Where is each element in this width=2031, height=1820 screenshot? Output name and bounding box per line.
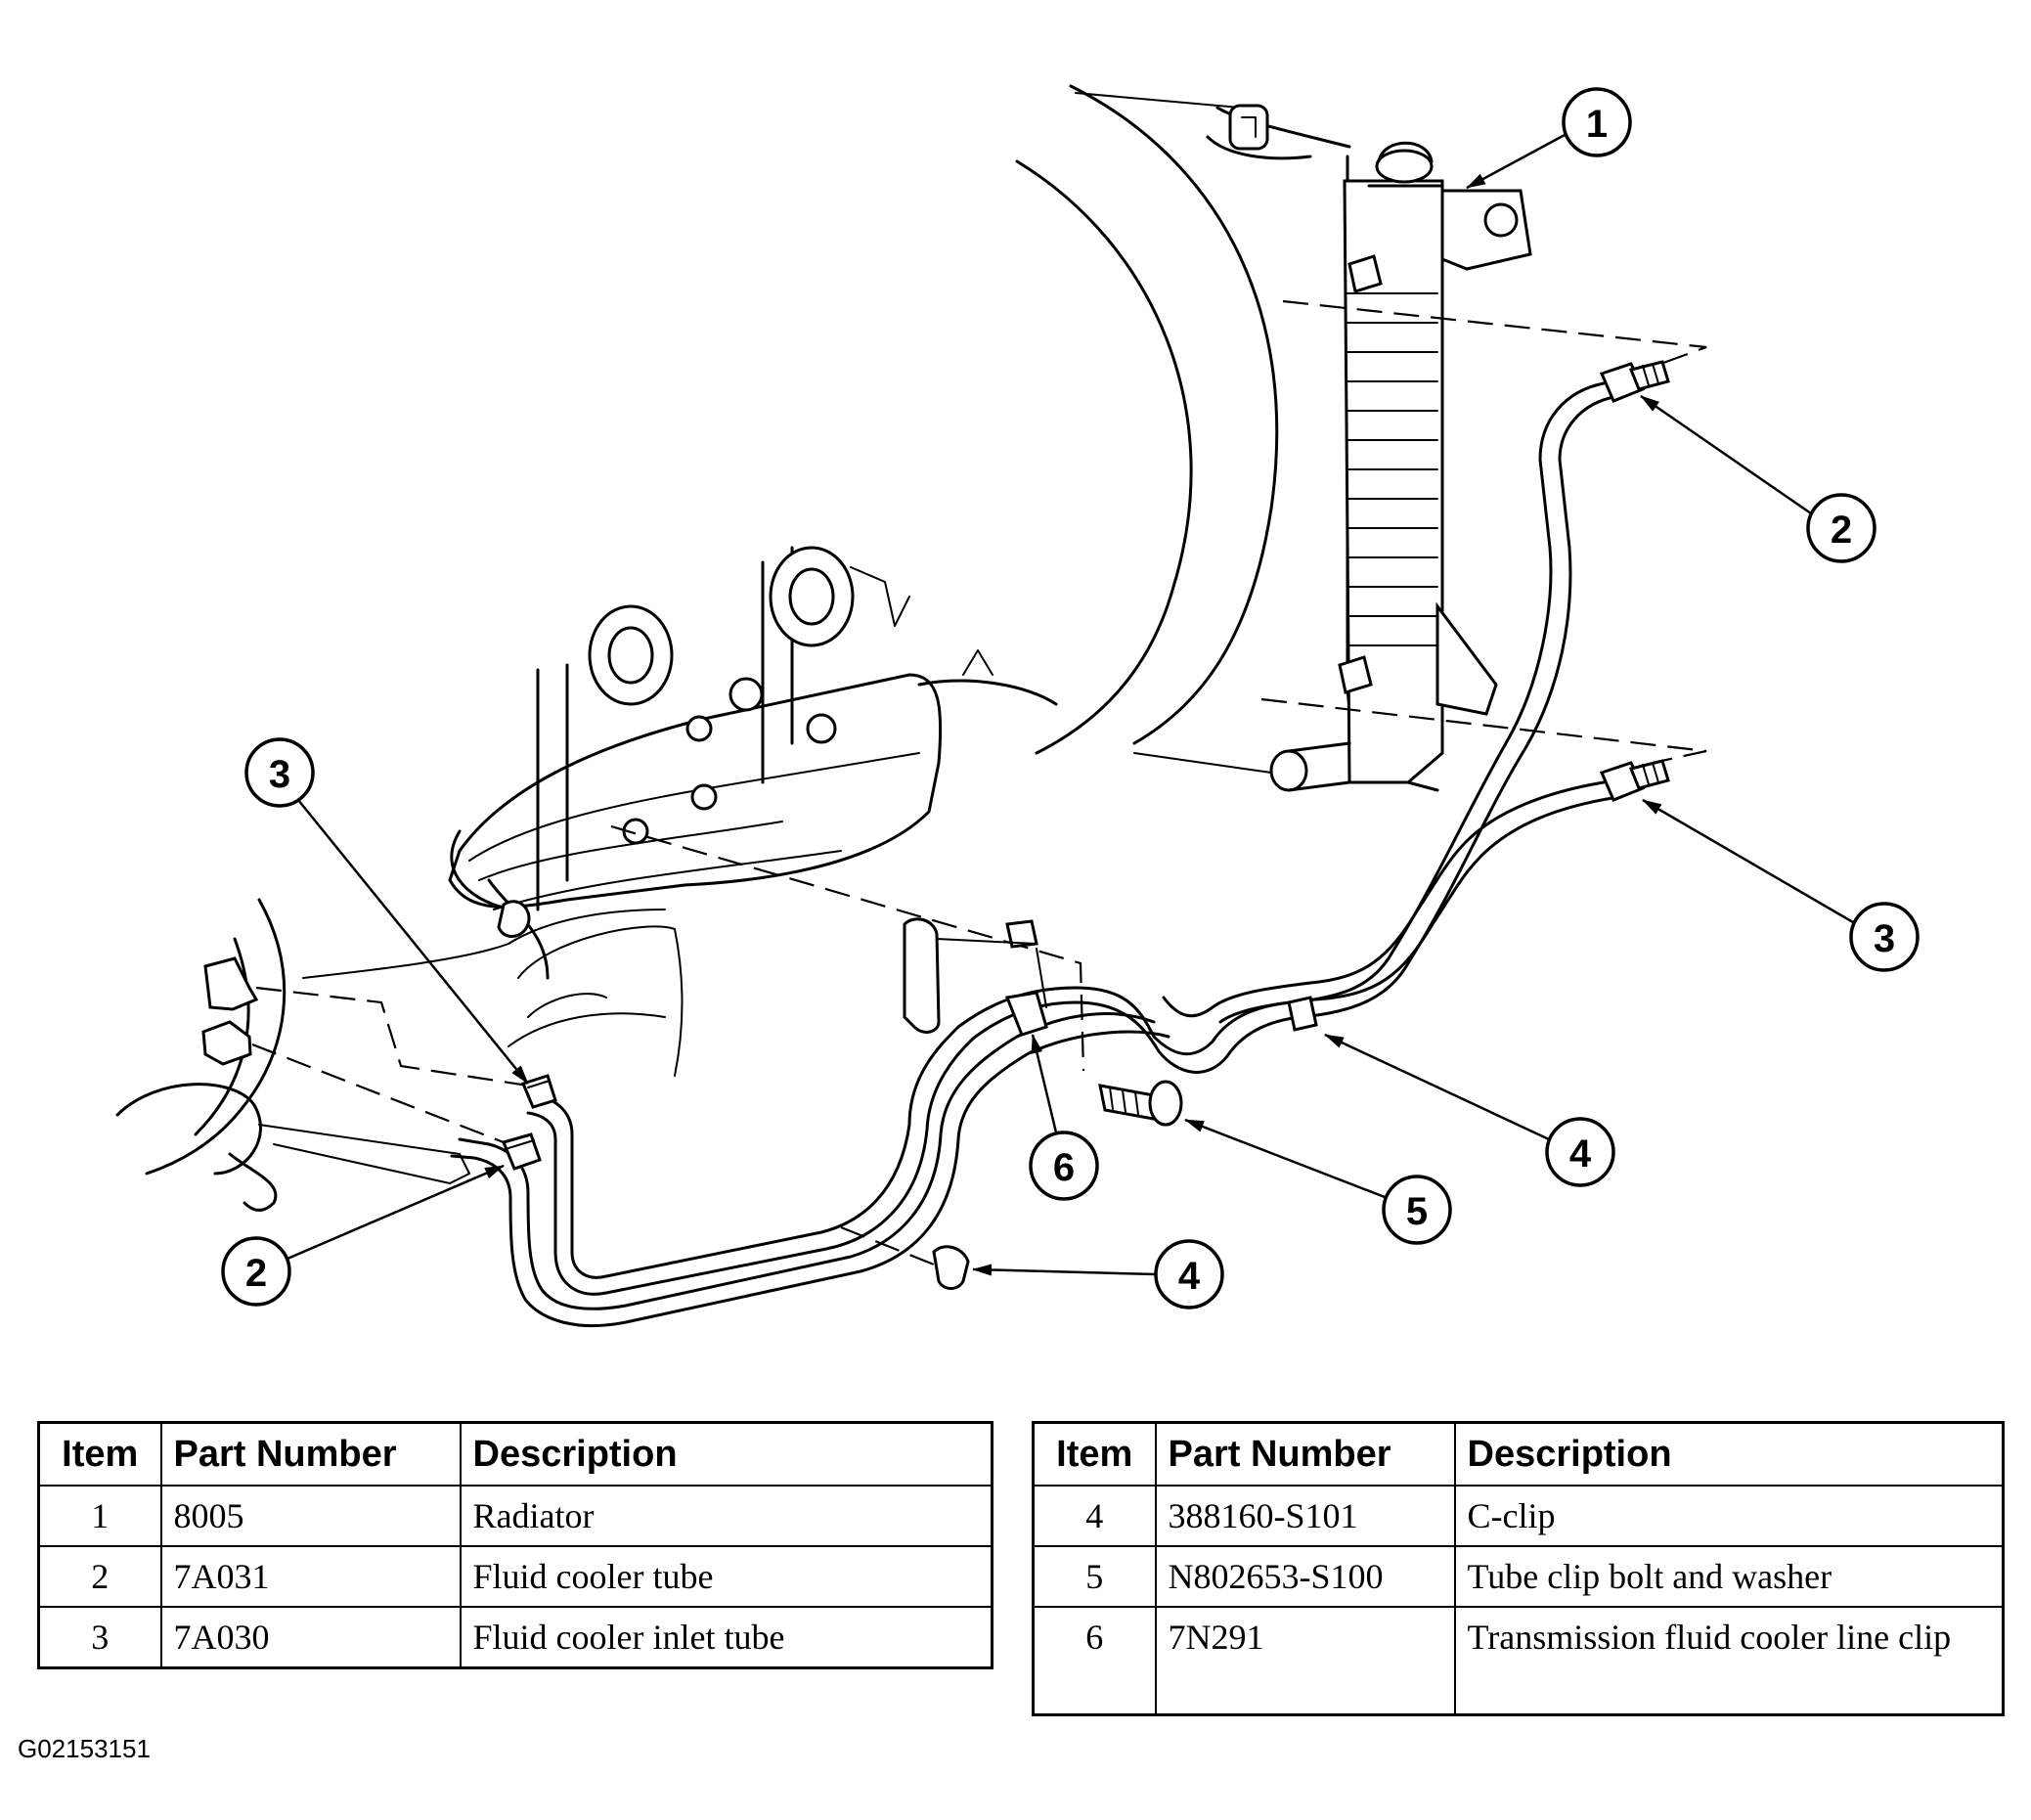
callout-3-upper-left: 3 <box>244 737 529 1085</box>
cell-part-number: 388160-S101 <box>1154 1485 1456 1547</box>
transmission-case <box>115 546 1058 1212</box>
callout-6: 6 <box>1029 1034 1099 1201</box>
tube-fitting-upper-left <box>520 1074 557 1109</box>
cell-part-number: 7N291 <box>1154 1606 1456 1716</box>
svg-text:5: 5 <box>1406 1190 1428 1233</box>
cell-description: Fluid cooler inlet tube <box>459 1606 993 1669</box>
table-row: 3 7A030 Fluid cooler inlet tube <box>37 1606 993 1669</box>
transmission-lower-fitting <box>201 1020 252 1066</box>
cell-item: 3 <box>37 1606 162 1669</box>
svg-text:3: 3 <box>269 753 290 796</box>
cell-description: Tube clip bolt and washer <box>1453 1545 2005 1608</box>
column-header-description: Description <box>459 1421 993 1487</box>
c-clip-upper <box>1287 996 1318 1032</box>
radiator-lower-fitting <box>1338 655 1373 694</box>
callout-5: 5 <box>1184 1118 1452 1245</box>
tube-clip-bracket <box>903 917 1048 1037</box>
connection-lines <box>251 299 1707 1268</box>
table-header-row: Item Part Number Description <box>1032 1421 2005 1487</box>
column-header-part-number: Part Number <box>1154 1421 1456 1487</box>
cell-item: 2 <box>37 1545 162 1608</box>
svg-text:4: 4 <box>1178 1255 1201 1298</box>
svg-text:2: 2 <box>1831 509 1852 552</box>
table-row: 1 8005 Radiator <box>37 1485 993 1547</box>
parts-table-left: Item Part Number Description 1 8005 Radi… <box>37 1421 993 1669</box>
table-row: 2 7A031 Fluid cooler tube <box>37 1545 993 1608</box>
callout-4-bottom: 4 <box>972 1239 1224 1310</box>
tube-fitting-upper-right <box>1599 360 1670 403</box>
tube-fitting-lower-right <box>1599 759 1670 802</box>
radiator-upper-fitting <box>1347 254 1383 293</box>
parts-table-right: Item Part Number Description 4 388160-S1… <box>1032 1421 2005 1716</box>
cell-item: 4 <box>1032 1485 1157 1547</box>
radiator <box>1206 104 1532 792</box>
tube-clip-bolt <box>1098 1080 1183 1127</box>
cell-part-number: 8005 <box>159 1485 462 1547</box>
cell-part-number: N802653-S100 <box>1154 1545 1456 1608</box>
table-row: 4 388160-S101 C-clip <box>1032 1485 2005 1547</box>
column-header-item: Item <box>1032 1421 1157 1487</box>
fan-shroud <box>1015 84 1279 774</box>
fluid-cooler-lines <box>450 381 1620 1328</box>
table-row: 5 N802653-S100 Tube clip bolt and washer <box>1032 1545 2005 1608</box>
column-header-part-number: Part Number <box>159 1421 462 1487</box>
svg-text:4: 4 <box>1569 1132 1592 1176</box>
cell-description: Radiator <box>459 1485 993 1547</box>
svg-text:3: 3 <box>1874 917 1895 960</box>
callout-3-lower-right: 3 <box>1642 798 1920 972</box>
figure-code: G02153151 <box>18 1734 151 1763</box>
column-header-description: Description <box>1453 1421 2005 1487</box>
table-row: 6 7N291 Transmission fluid cooler line c… <box>1032 1606 2005 1716</box>
radiator-core-fins <box>1347 292 1438 646</box>
cell-description: C-clip <box>1453 1485 2005 1547</box>
svg-text:1: 1 <box>1586 103 1608 146</box>
cell-part-number: 7A030 <box>159 1606 462 1669</box>
table-header-row: Item Part Number Description <box>37 1421 993 1487</box>
cell-description: Fluid cooler tube <box>459 1545 993 1608</box>
callout-4-right: 4 <box>1324 1033 1615 1187</box>
tube-fitting-lower-left <box>501 1132 542 1171</box>
cell-item: 6 <box>1032 1606 1157 1716</box>
cell-item: 1 <box>37 1485 162 1547</box>
cell-description: Transmission fluid cooler line clip <box>1453 1606 2005 1716</box>
callout-2-lower-left: 2 <box>221 1164 505 1307</box>
cell-item: 5 <box>1032 1545 1157 1608</box>
transmission-upper-fitting <box>203 956 259 1011</box>
svg-text:2: 2 <box>245 1252 267 1295</box>
column-header-item: Item <box>37 1421 162 1487</box>
svg-text:6: 6 <box>1053 1146 1075 1189</box>
callout-1: 1 <box>1466 87 1632 190</box>
c-clip-lower <box>932 1245 970 1290</box>
exploded-diagram: 1 2 2 3 3 4 4 5 6 <box>115 84 1920 1328</box>
callout-2-upper-right: 2 <box>1640 394 1876 563</box>
cell-part-number: 7A031 <box>159 1545 462 1608</box>
